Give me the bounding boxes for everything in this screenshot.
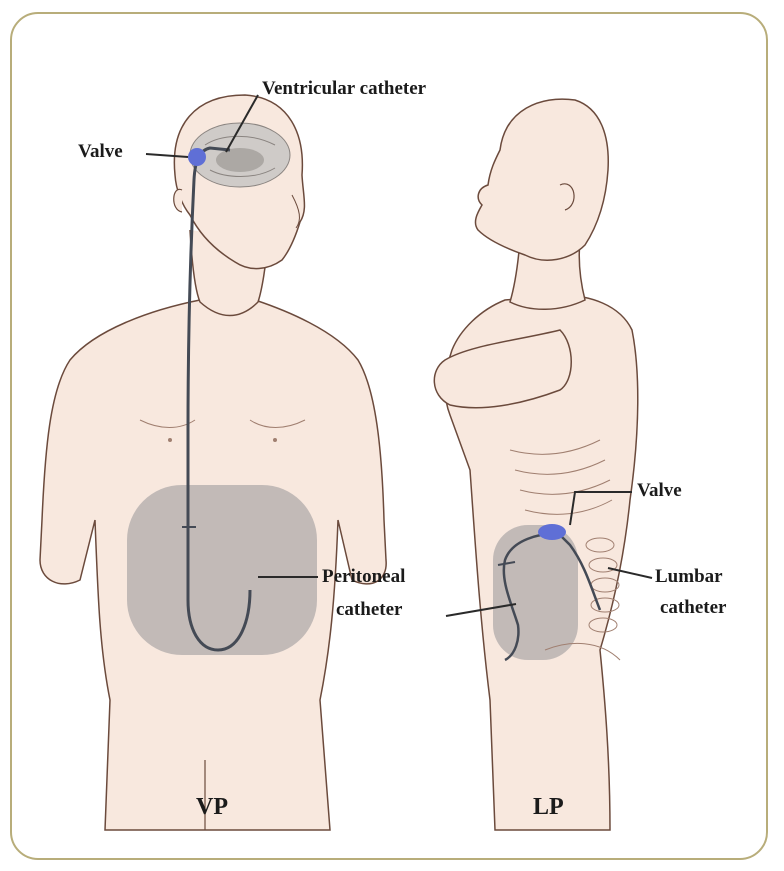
label-valve-lp: Valve bbox=[637, 480, 682, 502]
caption-lp: LP bbox=[533, 794, 564, 821]
label-ventricular-catheter: Ventricular catheter bbox=[262, 78, 426, 100]
label-valve-vp: Valve bbox=[78, 141, 123, 163]
vp-figure bbox=[40, 95, 386, 830]
vp-valve bbox=[188, 148, 206, 166]
caption-vp: VP bbox=[196, 794, 228, 821]
label-peritoneal-catheter-line1: Peritoneal bbox=[322, 566, 405, 588]
lp-valve bbox=[538, 524, 566, 540]
lp-figure bbox=[434, 99, 637, 830]
label-lumbar-catheter-line2: catheter bbox=[660, 597, 726, 619]
label-lumbar-catheter-line1: Lumbar bbox=[655, 566, 723, 588]
lp-abdominal-cavity bbox=[493, 525, 578, 660]
vp-abdominal-cavity bbox=[127, 485, 317, 655]
lp-head bbox=[475, 99, 608, 260]
label-peritoneal-catheter-line2: catheter bbox=[336, 599, 402, 621]
